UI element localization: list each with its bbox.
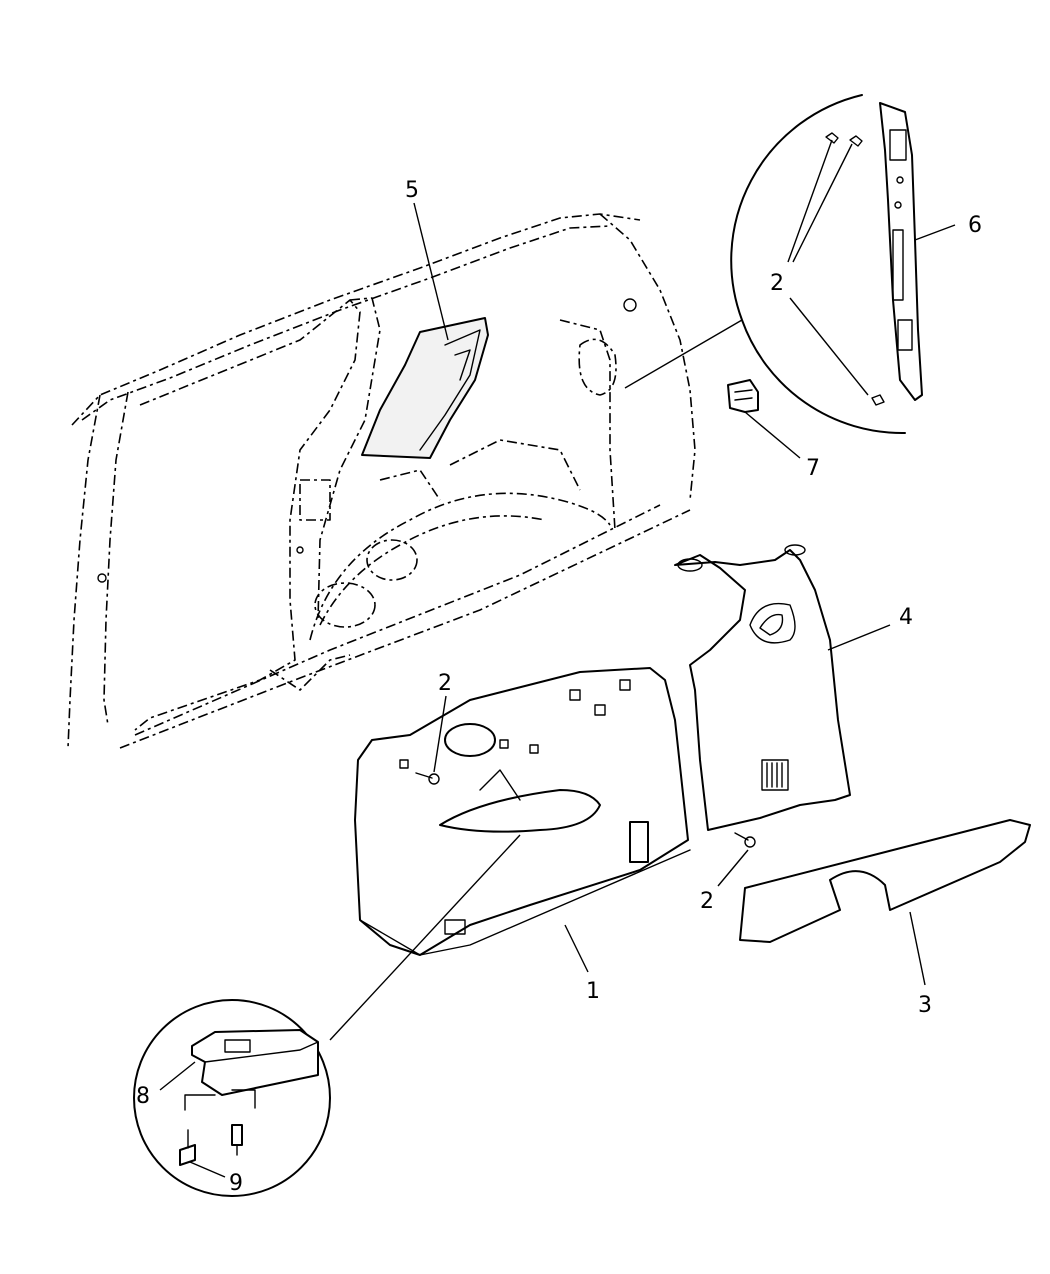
vehicle-body-side [67,213,696,749]
part-1-door-panel [329,667,691,1041]
detail-circle-6 [624,94,956,435]
callout-2-quarter: 2 [700,889,714,914]
callout-2-door: 2 [438,671,452,696]
callout-9: 9 [229,1171,243,1196]
callout-4: 4 [899,605,913,630]
part-5-pillar-trim [361,317,489,459]
callout-3: 3 [918,993,932,1018]
part-3-sill-trim [739,819,1031,986]
callout-5: 5 [405,178,419,203]
callout-labels: 5 6 2 7 4 2 2 1 3 8 9 [136,178,982,1196]
callout-6: 6 [968,213,982,238]
screw-2-door [415,695,447,785]
screw-2-quarter [717,832,756,887]
callout-7: 7 [806,456,820,481]
callout-2-bracket: 2 [770,271,784,296]
detail-circle-8 [133,999,331,1197]
callout-1: 1 [586,979,600,1004]
part-7-clip [727,379,801,459]
part-4-quarter-panel [674,544,891,831]
callout-8: 8 [136,1084,150,1109]
